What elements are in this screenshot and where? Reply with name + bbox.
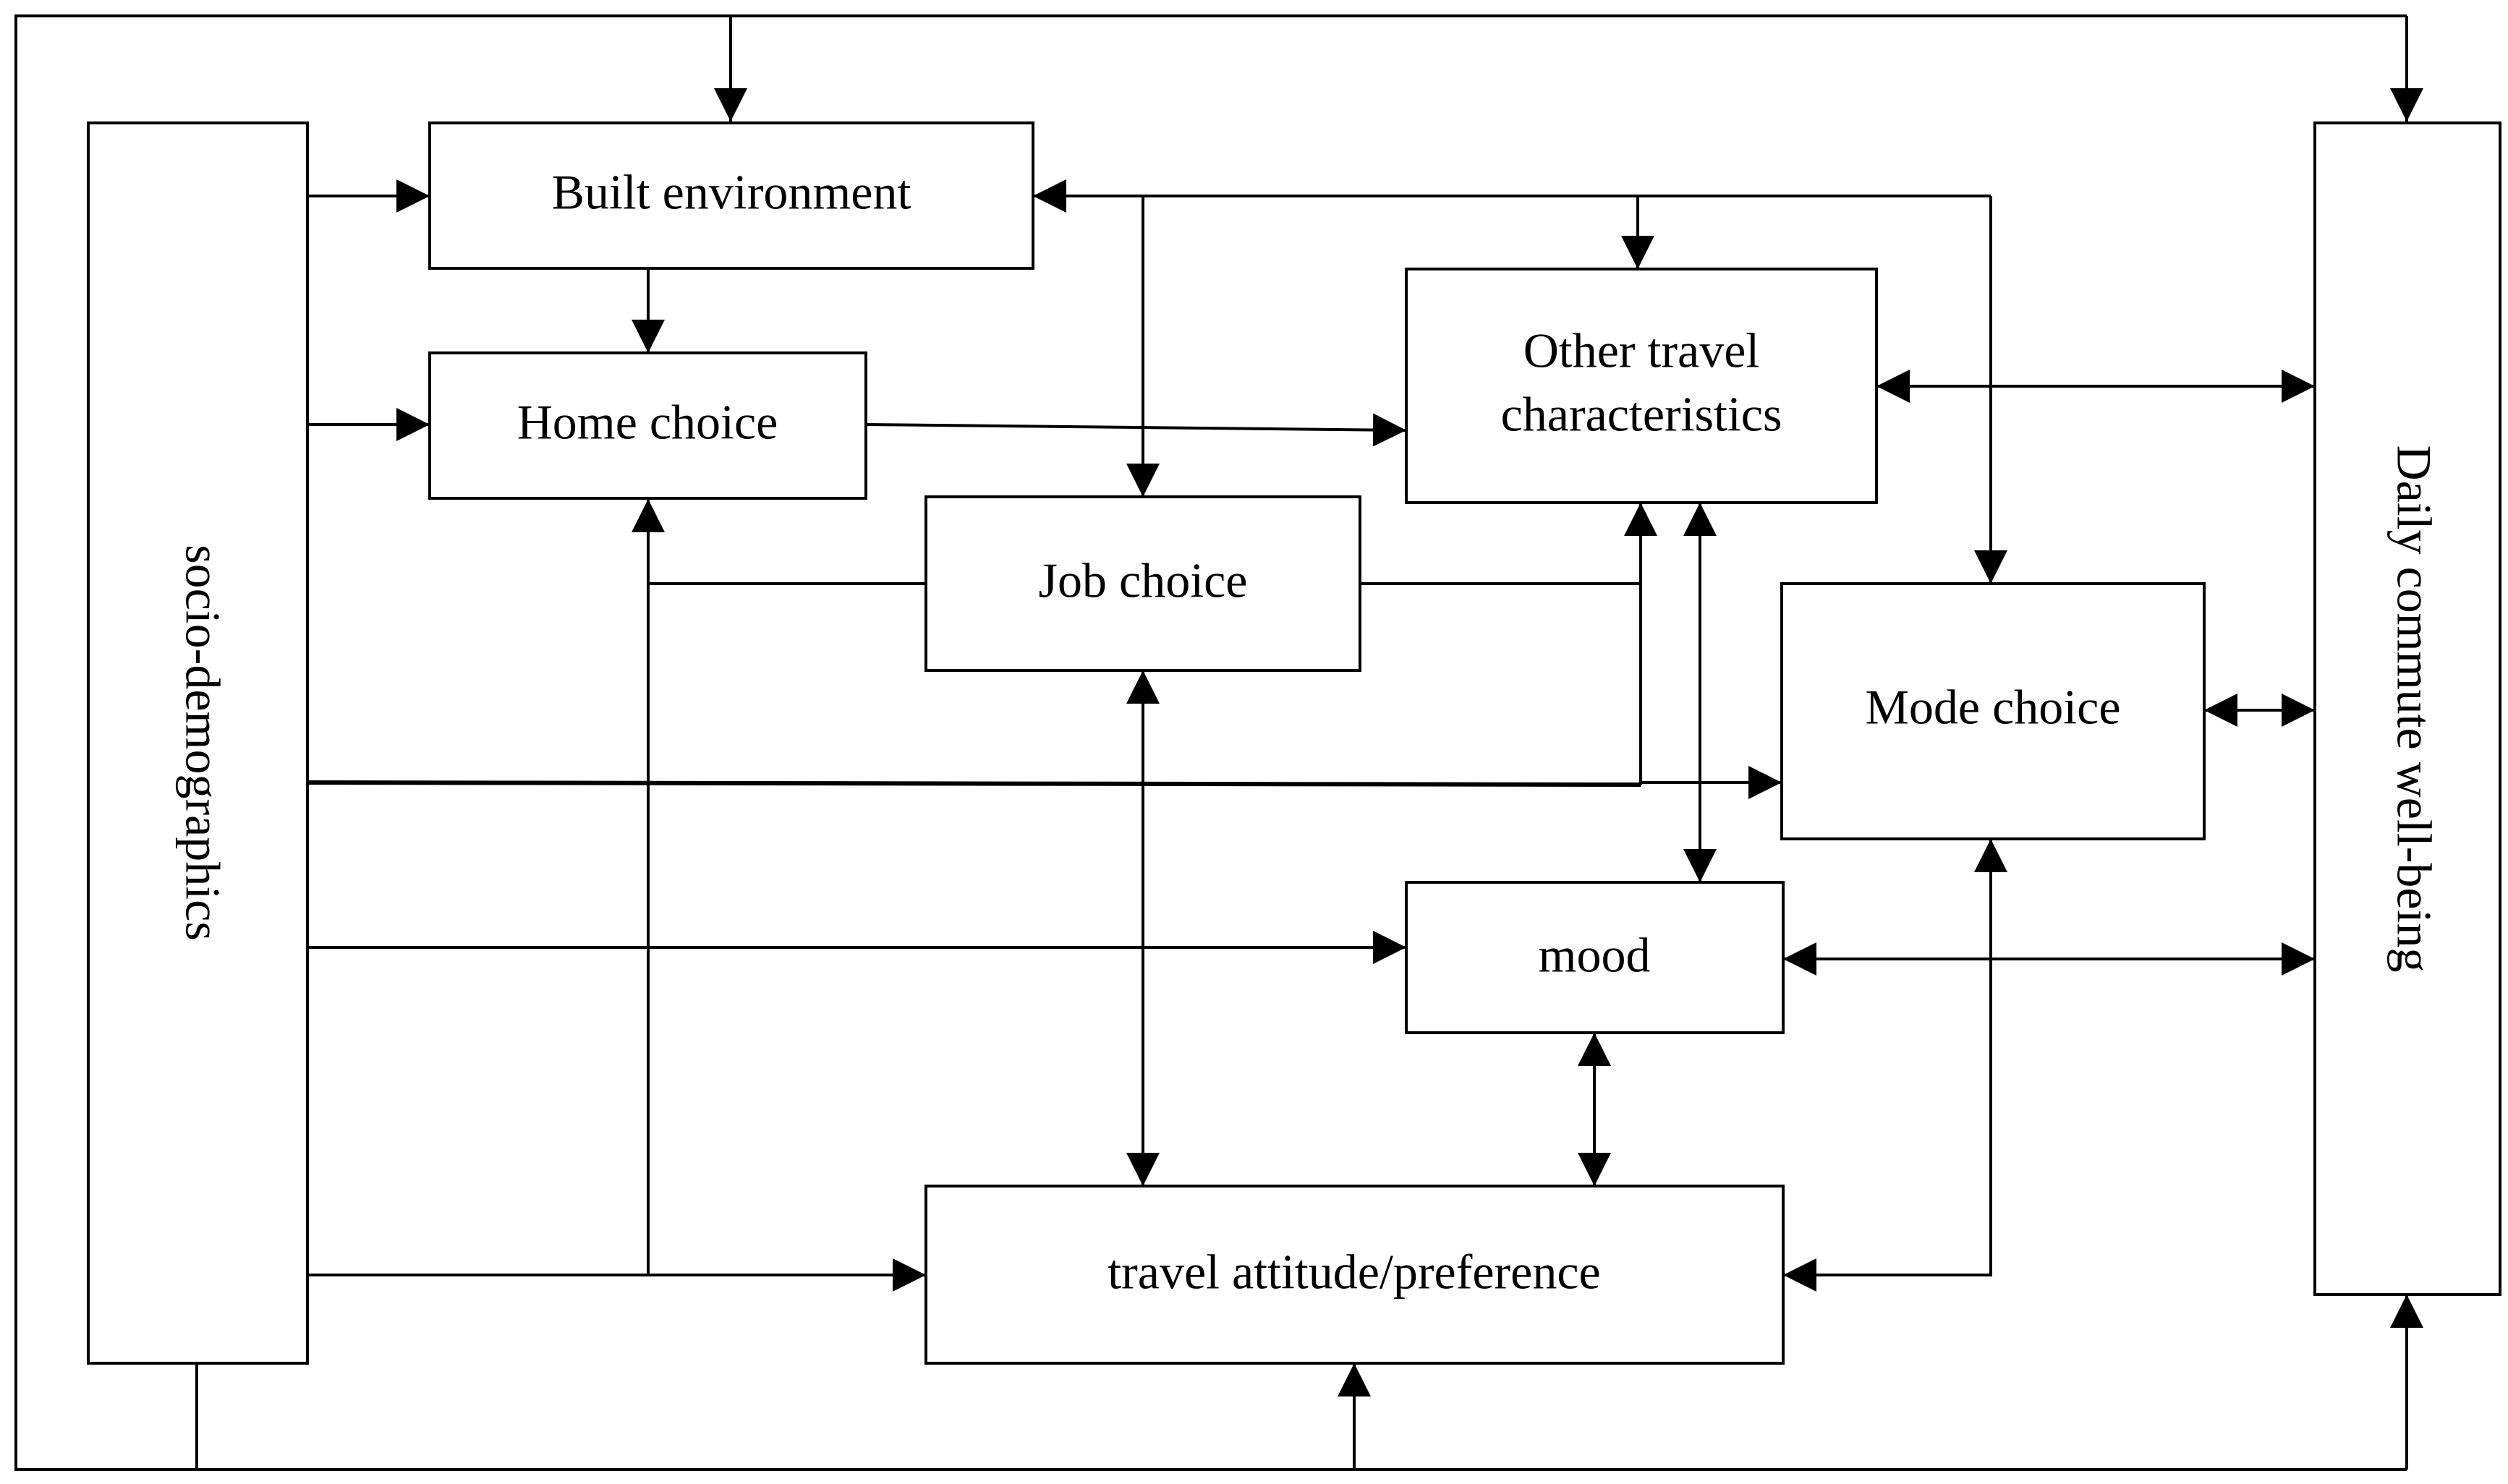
edge-socio-bottom-line — [195, 1363, 2407, 1471]
node-home-choice: Home choice — [428, 351, 867, 500]
node-travel-attitude-preference: travel attitude/preference — [924, 1185, 1785, 1365]
other-travel-label-line2: characteristics — [1501, 387, 1782, 442]
node-built-environment: Built environment — [428, 121, 1034, 270]
node-socio-demographics: socio-demographics — [87, 121, 309, 1365]
node-mood: mood — [1405, 881, 1785, 1034]
edge-mode-attitude — [1783, 839, 2007, 1292]
node-job-choice: Job choice — [924, 495, 1361, 672]
job-choice-label: Job choice — [1039, 553, 1248, 608]
edge-home-to-other-travel — [865, 413, 1407, 447]
mood-label: mood — [1539, 928, 1651, 983]
home-choice-label: Home choice — [517, 395, 778, 450]
other-travel-label-line1: Other travel — [1523, 323, 1760, 378]
node-daily-commute-well-being: Daily commute well-being — [2313, 121, 2501, 1296]
built-environment-label: Built environment — [552, 165, 911, 220]
socio-demographics-label: socio-demographics — [175, 545, 230, 941]
node-mode-choice: Mode choice — [1780, 582, 2206, 840]
daily-commute-label: Daily commute well-being — [2386, 445, 2441, 973]
edge-job-right-to-other-travel — [1360, 503, 1641, 785]
mode-choice-label: Mode choice — [1865, 680, 2120, 735]
node-other-travel-characteristics: Other travel characteristics — [1405, 268, 1878, 504]
travel-attitude-label: travel attitude/preference — [1108, 1245, 1600, 1300]
edges — [14, 14, 2423, 1471]
edge-socio-to-mode — [307, 780, 1641, 787]
